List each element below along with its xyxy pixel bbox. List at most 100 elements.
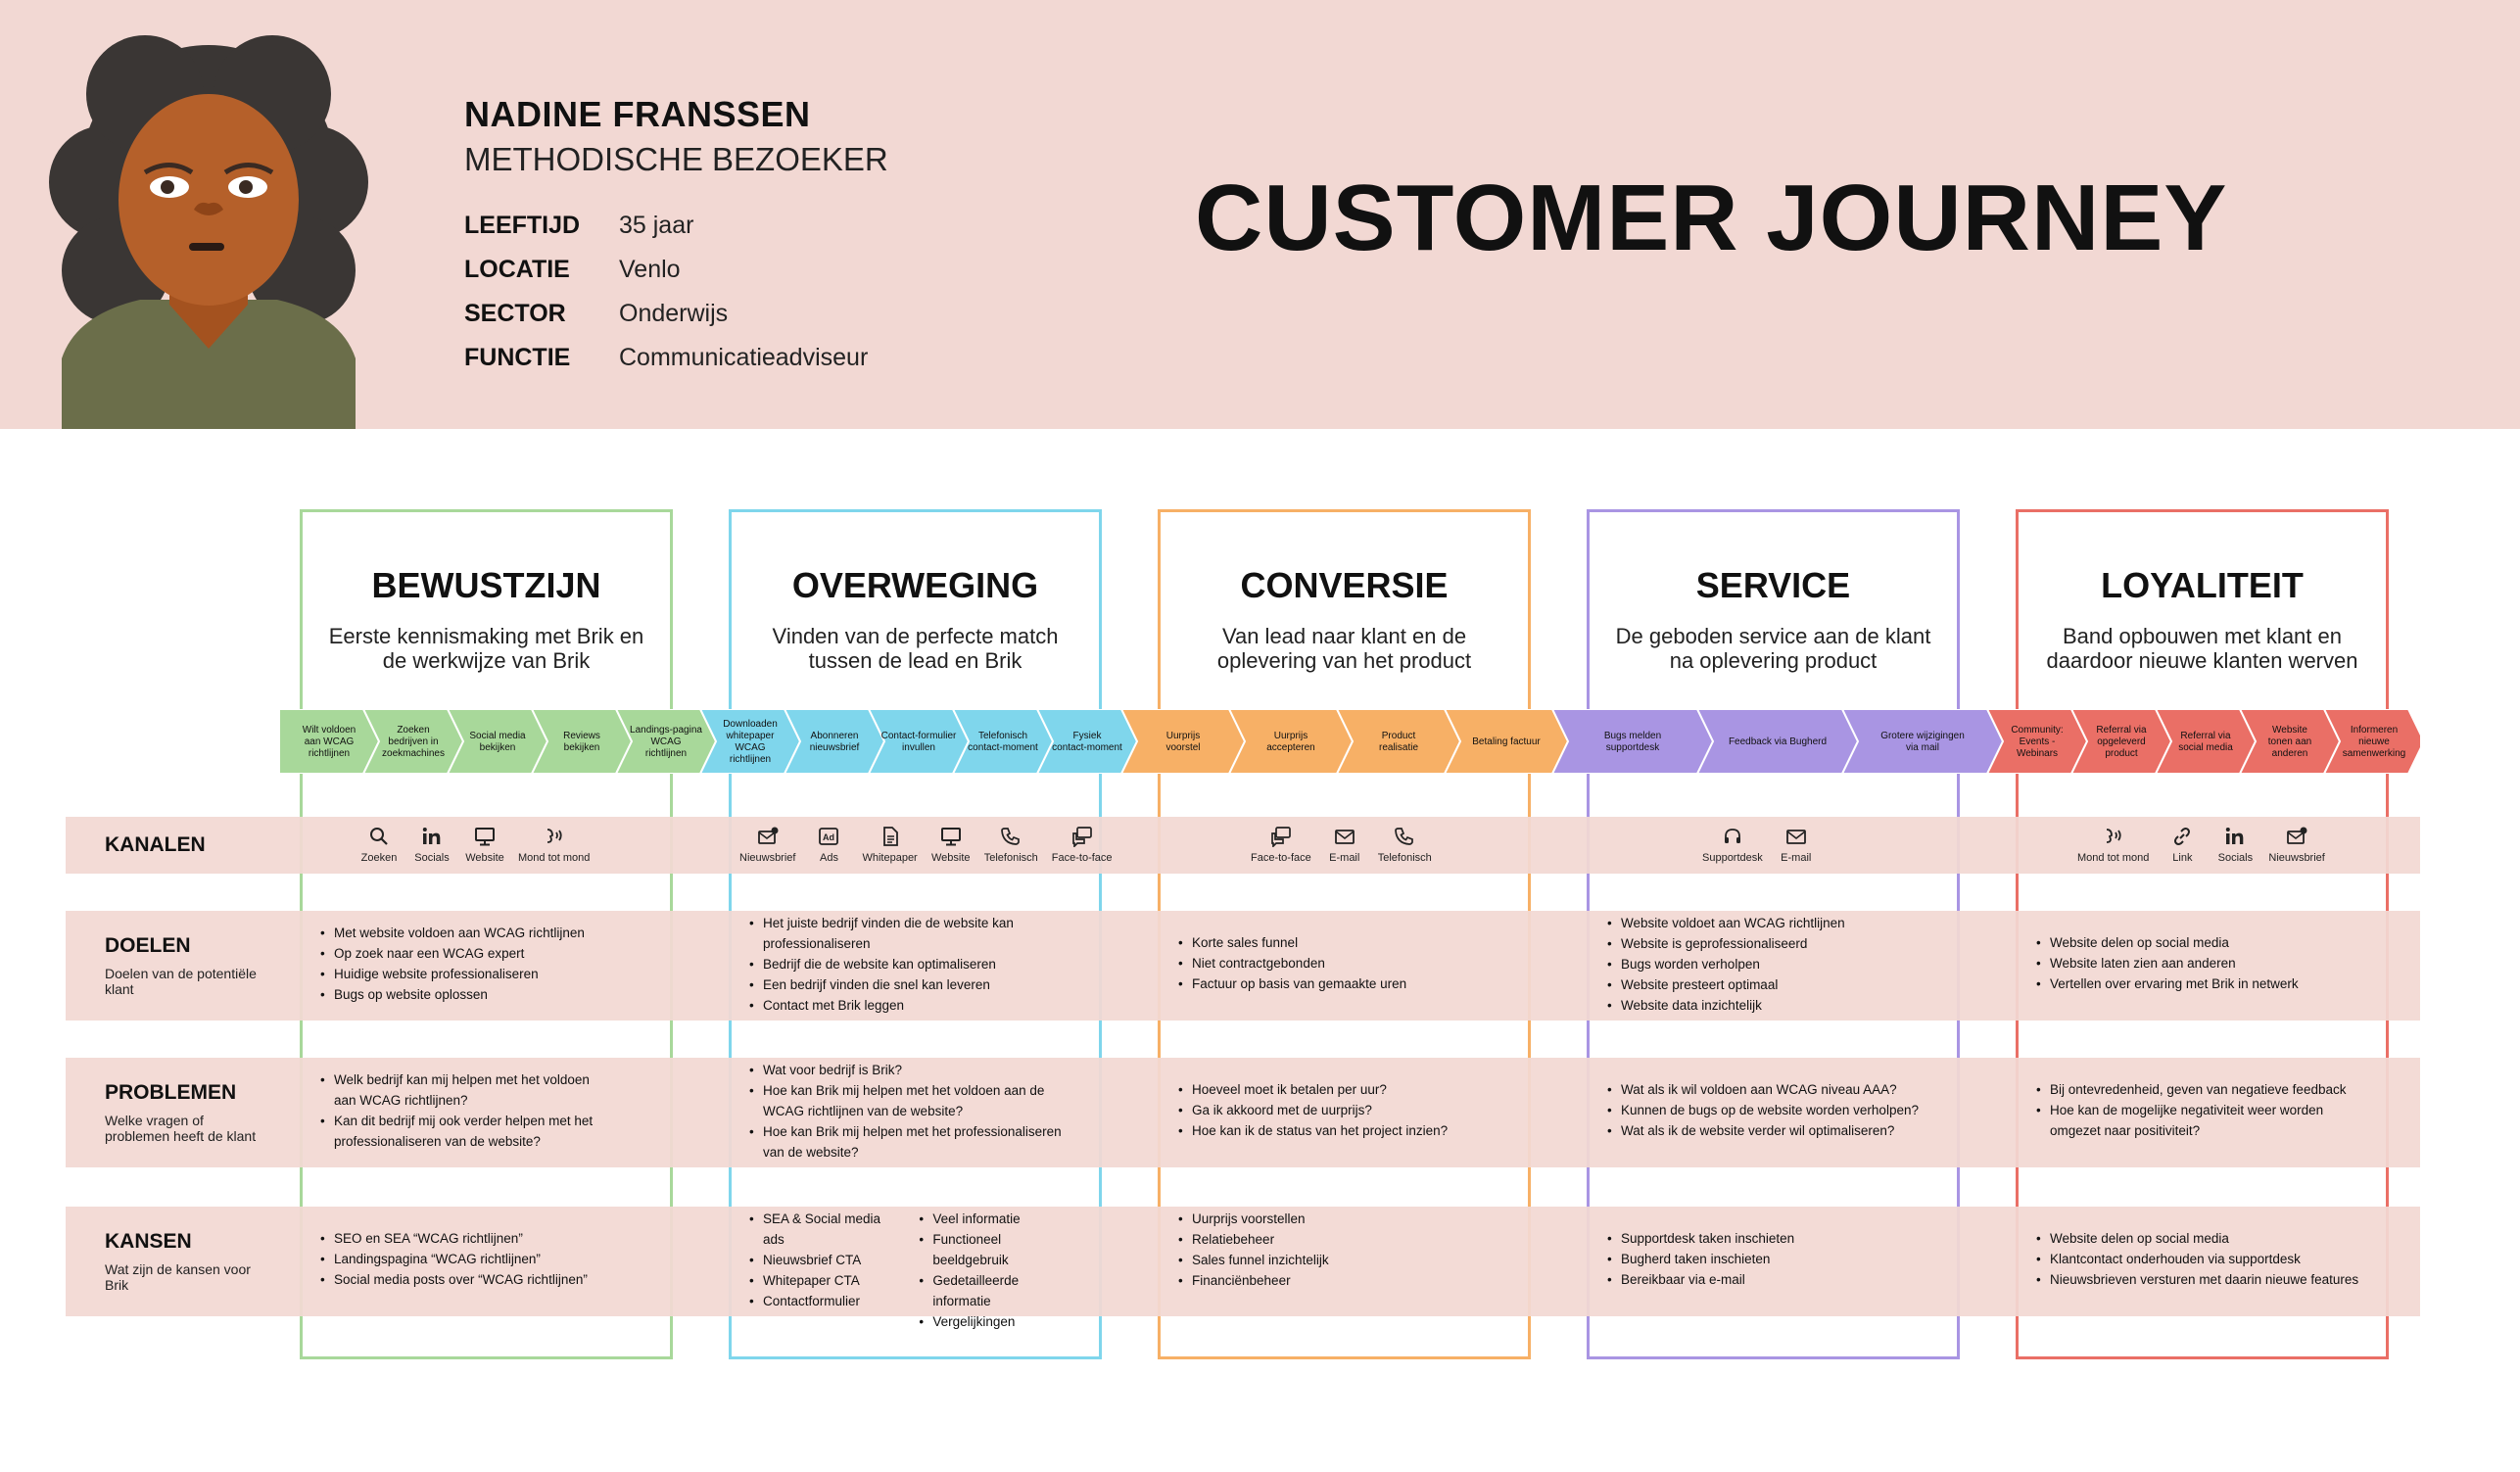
persona-details: LEEFTIJD 35 jaar LOCATIE Venlo SECTOR On… bbox=[464, 204, 888, 380]
bullet-list: Welk bedrijf kan mij helpen met het vold… bbox=[318, 1069, 602, 1152]
channel-item: Face-to-face bbox=[1052, 825, 1113, 864]
problemen-overweging: Wat voor bedrijf is Brik?Hoe kan Brik mi… bbox=[747, 1060, 1070, 1163]
list-item: Website is geprofessionaliseerd bbox=[1605, 933, 1938, 954]
channel-label: Nieuwsbrief bbox=[739, 852, 796, 864]
list-item: Een bedrijf vinden die snel kan leveren bbox=[747, 974, 1080, 995]
problemen-conversie: Hoeveel moet ik betalen per uur?Ga ik ak… bbox=[1176, 1079, 1509, 1141]
channel-label: E-mail bbox=[1781, 852, 1812, 864]
list-item: Welk bedrijf kan mij helpen met het vold… bbox=[318, 1069, 602, 1111]
channel-label: Socials bbox=[414, 852, 450, 864]
channel-label: Mond tot mond bbox=[518, 852, 591, 864]
doelen-bewustzijn: Met website voldoen aan WCAG richtlijnen… bbox=[318, 923, 642, 1005]
list-item: Hoe kan Brik mij helpen met het professi… bbox=[747, 1121, 1070, 1163]
list-item: Bugs worden verholpen bbox=[1605, 954, 1938, 974]
channel-item: Website bbox=[465, 825, 504, 864]
channels-bewustzijn: Zoeken Socials Website Mond tot mond bbox=[359, 825, 590, 864]
channel-item: Nieuwsbrief bbox=[739, 825, 795, 864]
journey-step-shape bbox=[1227, 709, 1355, 774]
persona-key: FUNCTIE bbox=[464, 344, 571, 371]
channel-label: Telefonisch bbox=[1377, 852, 1432, 864]
list-item: Uurprijs voorstellen bbox=[1176, 1209, 1509, 1229]
journey-step-shape bbox=[1695, 709, 1860, 774]
phone-icon bbox=[999, 825, 1022, 848]
row-sublabel: Wat zijn de kansen voor Brik bbox=[105, 1261, 251, 1293]
phase-title: CONVERSIE bbox=[1240, 565, 1449, 605]
mail-icon bbox=[1333, 825, 1356, 848]
list-item: Nieuwsbrieven versturen met daarin nieuw… bbox=[2034, 1269, 2406, 1290]
journey-step-shape bbox=[951, 709, 1055, 774]
speech-icon bbox=[543, 825, 566, 848]
phase-description: De geboden service aan de klant na oplev… bbox=[1615, 624, 1931, 673]
list-item: Factuur op basis van gemaakte uren bbox=[1176, 973, 1509, 994]
journey-step: Feedback via Bugherd bbox=[1695, 709, 1860, 774]
channel-item: Face-to-face bbox=[1251, 825, 1311, 864]
kansen-loyaliteit: Website delen op social mediaKlantcontac… bbox=[2034, 1228, 2406, 1290]
row-kanalen: KANALEN Zoeken Socials Website Mond tot mon… bbox=[66, 817, 2420, 874]
persona-key: LOCATIE bbox=[464, 256, 570, 283]
row-label: KANALEN bbox=[105, 833, 206, 856]
persona-key: LEEFTIJD bbox=[464, 212, 581, 239]
list-item: Relatiebeheer bbox=[1176, 1229, 1509, 1250]
journey-step-shape bbox=[1335, 709, 1462, 774]
chat-icon bbox=[1269, 825, 1293, 848]
channel-label: Zoeken bbox=[360, 852, 398, 864]
persona-avatar bbox=[47, 35, 370, 429]
phase-title: BEWUSTZIJN bbox=[371, 565, 601, 605]
phase-description: Eerste kennismaking met Brik en de werkw… bbox=[328, 624, 644, 673]
list-item: Bugs op website oplossen bbox=[318, 984, 642, 1005]
list-item: Hoe kan ik de status van het project inz… bbox=[1176, 1120, 1509, 1141]
search-icon bbox=[367, 825, 391, 848]
persona-value: Communicatieadviseur bbox=[619, 344, 869, 371]
kansen-service: Supportdesk taken inschietenBugherd take… bbox=[1605, 1228, 1938, 1290]
channel-item: Telefonisch bbox=[1378, 825, 1432, 864]
journey-step: Betaling factuur bbox=[1443, 709, 1570, 774]
channel-label: Telefonisch bbox=[983, 852, 1038, 864]
list-item: Korte sales funnel bbox=[1176, 932, 1509, 953]
phase-description: Vinden van de perfecte match tussen de l… bbox=[772, 624, 1059, 673]
list-item: Ga ik akkoord met de uurprijs? bbox=[1176, 1100, 1509, 1120]
channel-item: E-mail bbox=[1777, 825, 1816, 864]
bullet-list: Wat voor bedrijf is Brik?Hoe kan Brik mi… bbox=[747, 1060, 1070, 1163]
list-item: Sales funnel inzichtelijk bbox=[1176, 1250, 1509, 1270]
row-label: PROBLEMEN bbox=[105, 1081, 237, 1104]
list-item: Op zoek naar een WCAG expert bbox=[318, 943, 642, 964]
bullet-list: Met website voldoen aan WCAG richtlijnen… bbox=[318, 923, 642, 1005]
bullet-list: Wat als ik wil voldoen aan WCAG niveau A… bbox=[1605, 1079, 1958, 1141]
journey-step-label: Community:Events -Webinars bbox=[2011, 725, 2063, 759]
channel-item: Zoeken bbox=[359, 825, 399, 864]
channel-label: Socials bbox=[2217, 852, 2254, 864]
list-item: Veel informatie bbox=[917, 1209, 1080, 1229]
row-label: KANSEN bbox=[105, 1230, 192, 1253]
channel-label: Website bbox=[465, 852, 504, 864]
chat-icon bbox=[1070, 825, 1094, 848]
phone-icon bbox=[1393, 825, 1416, 848]
list-item: Niet contractgebonden bbox=[1176, 953, 1509, 973]
svg-text:Ad: Ad bbox=[823, 832, 834, 842]
channel-label: Face-to-face bbox=[1051, 852, 1113, 864]
monitor-icon bbox=[939, 825, 963, 848]
channel-label: Website bbox=[930, 852, 971, 864]
